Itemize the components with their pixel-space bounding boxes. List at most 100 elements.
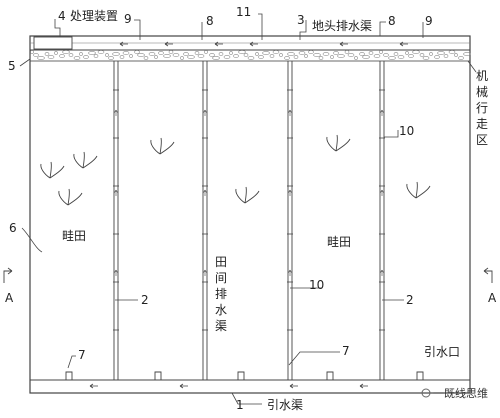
gravel-stone [209, 53, 215, 57]
inlet-label: 引水口 [424, 345, 460, 359]
gravel-stone [59, 54, 65, 58]
field-label-right: 畦田 [327, 235, 351, 249]
gravel-stone [83, 55, 89, 59]
gravel-stone [304, 54, 308, 58]
callout-9b: 9 [425, 14, 433, 28]
gravel-stone [458, 56, 464, 60]
gravel-stone [247, 56, 255, 60]
gravel-stone [293, 55, 299, 59]
flow-arrow-left [359, 383, 368, 389]
inlet-gate-3 [237, 371, 245, 380]
gravel-stone [163, 54, 171, 58]
gravel-stone [108, 56, 114, 60]
gravel-stone [172, 53, 180, 57]
machine-area-char-4: 走 [476, 117, 488, 131]
section-marker-left [3, 270, 12, 283]
gravel-stone [330, 55, 334, 59]
gravel-stone [337, 54, 345, 58]
gravel-stone [218, 52, 224, 56]
callout-10b: 10 [309, 278, 324, 292]
callout-11: 11 [236, 5, 251, 19]
crop-sprout-icon [40, 161, 65, 179]
machine-area-char-3: 行 [476, 101, 488, 115]
ditch-flow-arrow-up [203, 269, 207, 276]
ditch-flow-arrow-up [288, 269, 292, 276]
head-ditch-label: 地头排水渠 [312, 19, 372, 33]
ditch-flow-arrow-up [114, 189, 118, 196]
gravel-stone [422, 56, 430, 60]
gravel-stone [197, 54, 205, 58]
gravel-stone [88, 51, 96, 55]
crop-sprout-icon [235, 186, 260, 204]
flow-arrow-left [119, 41, 128, 47]
machine-area-char-2: 械 [476, 84, 488, 99]
callout-6: 6 [9, 221, 17, 235]
watermark-text: 一既线思维 [433, 386, 488, 400]
field-label-left: 畦田 [62, 229, 86, 243]
gravel-stone [393, 52, 399, 56]
callout-5: 5 [8, 59, 16, 73]
gravel-band [29, 49, 471, 62]
gravel-stone [143, 56, 149, 60]
field-drain-char-4: 水 [215, 303, 227, 317]
gravel-stone [79, 52, 83, 56]
gravel-stone [194, 51, 200, 55]
section-marker-left-arrow [7, 267, 13, 275]
gravel-stone [105, 53, 109, 57]
gravel-stone [397, 55, 405, 59]
ditch-flow-arrow-up [288, 109, 292, 116]
gravel-stone [284, 56, 290, 60]
gravel-stone [129, 54, 133, 58]
gravel-stone [223, 55, 231, 59]
field-drain-ditches [113, 61, 385, 380]
ditch-flow-arrow-up [114, 109, 118, 116]
gravel-stone [448, 50, 456, 54]
gravel-stone [298, 51, 306, 55]
crop-sprout-icon [326, 134, 351, 152]
gravel-stone [388, 56, 396, 60]
gravel-stone [37, 56, 45, 60]
gravel-stone [122, 51, 130, 55]
gravel-stone [134, 50, 140, 54]
intake-canal-band [29, 379, 471, 394]
gravel-stone [30, 50, 34, 54]
gravel-stone [429, 52, 433, 56]
ditch-flow-arrow-up [380, 269, 384, 276]
callout-2b: 2 [406, 293, 414, 307]
intake-canal-label: 引水渠 [267, 398, 303, 412]
gravel-stone [362, 55, 370, 59]
section-markers [3, 267, 493, 283]
crop-sprout-icon [73, 151, 98, 169]
field-drain-label: 田 间 排 水 渠 [215, 255, 227, 333]
inlet-gates [65, 371, 424, 380]
gravel-stone [154, 55, 158, 59]
watermark-logo-icon [421, 388, 431, 398]
ditch-flow-arrow-up [380, 109, 384, 116]
callout-7b: 7 [342, 344, 350, 358]
flow-arrow-left [179, 383, 188, 389]
gravel-stone [62, 50, 70, 54]
ditch-flow-arrow-up [288, 189, 292, 196]
gravel-stone [137, 53, 145, 57]
gravel-stone [243, 53, 249, 57]
section-label-left: A [5, 291, 14, 305]
inlet-gate-1 [65, 371, 73, 380]
flow-arrow-left [399, 41, 408, 47]
gravel-stone [308, 50, 314, 54]
gravel-stone [313, 53, 321, 57]
gravel-stone [344, 50, 350, 54]
machine-area-label: 机 械 行 走 区 [476, 69, 488, 147]
gravel-stone [434, 55, 440, 59]
gravel-stone [463, 52, 471, 56]
gravel-stone [33, 53, 39, 57]
callout-2a: 2 [141, 293, 149, 307]
gravel-stone [255, 52, 259, 56]
gravel-stone [333, 51, 339, 55]
ditch-flow-marks [113, 89, 385, 331]
gravel-stone [322, 52, 330, 56]
gravel-stone [68, 53, 74, 57]
gravel-stone [262, 51, 270, 55]
flow-arrow-left [164, 41, 173, 47]
